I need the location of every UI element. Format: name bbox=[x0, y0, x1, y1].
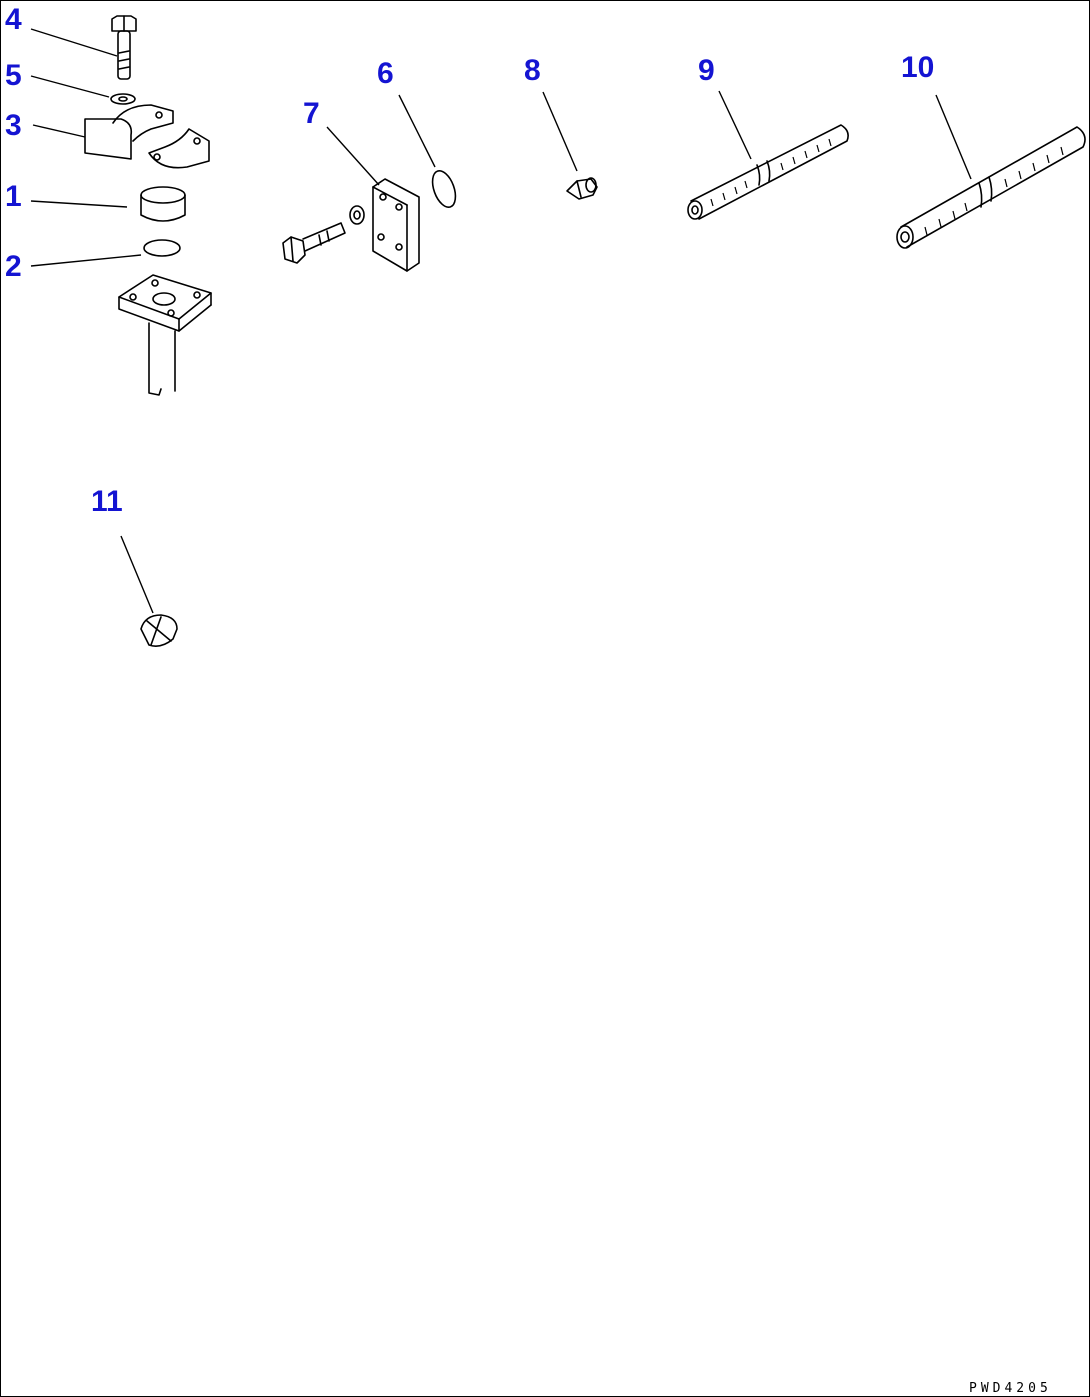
callout-11: 11 bbox=[91, 485, 123, 518]
callout-2: 2 bbox=[5, 250, 22, 283]
callout-labels: 4 5 3 1 2 7 6 8 9 10 11 bbox=[5, 3, 934, 518]
leader-line-10 bbox=[935, 94, 972, 180]
callout-1: 1 bbox=[5, 180, 22, 213]
callout-6: 6 bbox=[377, 57, 394, 90]
fitting-part-8 bbox=[566, 177, 598, 200]
leader-line-8 bbox=[542, 91, 578, 172]
leader-line-1 bbox=[30, 200, 128, 208]
leader-line-3 bbox=[32, 124, 86, 138]
leader-line-7 bbox=[326, 126, 380, 186]
leader-line-5 bbox=[30, 75, 110, 98]
callout-5: 5 bbox=[5, 59, 22, 92]
washer-part-5 bbox=[110, 93, 136, 105]
cover-plate-part-7 bbox=[282, 178, 420, 272]
leader-line-4 bbox=[30, 28, 118, 57]
callout-4: 4 bbox=[5, 3, 22, 36]
hose-part-9 bbox=[687, 124, 849, 220]
drawing-code: PWD4205 bbox=[969, 1381, 1052, 1396]
o-ring-part-2 bbox=[143, 239, 181, 257]
cylinder-part-1 bbox=[140, 186, 186, 222]
callout-8: 8 bbox=[524, 54, 541, 87]
callout-10: 10 bbox=[901, 51, 934, 84]
leader-line-6 bbox=[398, 94, 436, 168]
hose-part-10 bbox=[896, 126, 1086, 249]
split-flange-part-3 bbox=[84, 104, 210, 169]
callout-3: 3 bbox=[5, 109, 22, 142]
leader-lines bbox=[30, 28, 972, 614]
bolt-part-4 bbox=[111, 15, 137, 80]
leader-line-2 bbox=[30, 254, 142, 267]
o-ring-part-6 bbox=[431, 170, 457, 208]
cap-part-11 bbox=[140, 614, 178, 647]
flanged-pipe bbox=[118, 274, 212, 396]
leader-line-11 bbox=[120, 535, 154, 614]
callout-9: 9 bbox=[698, 54, 715, 87]
callout-7: 7 bbox=[303, 97, 320, 130]
leader-line-9 bbox=[718, 90, 752, 160]
